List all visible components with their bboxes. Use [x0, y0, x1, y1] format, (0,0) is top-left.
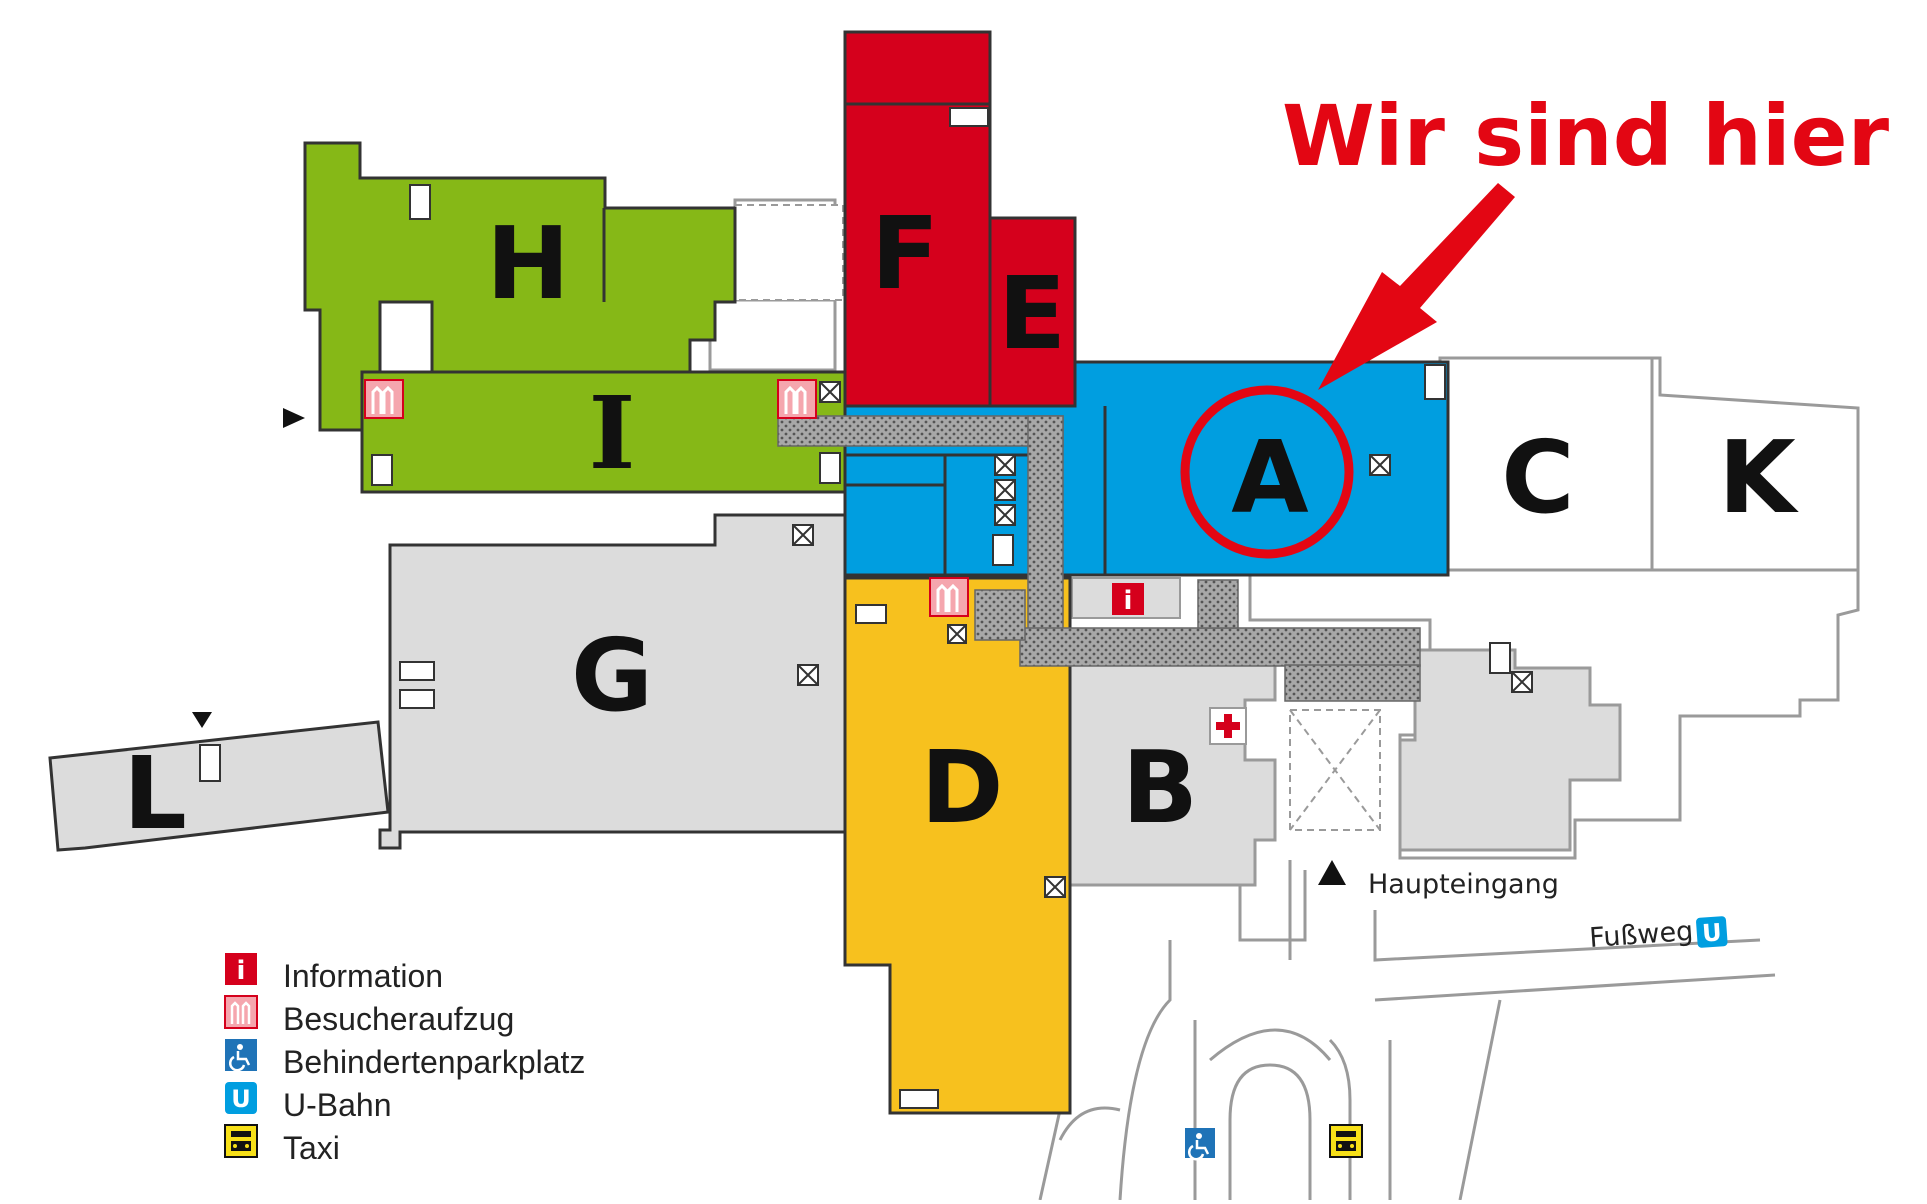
crossed-markers [792, 381, 1533, 898]
building-east-gray [1398, 648, 1622, 852]
building-label-i: I [589, 374, 636, 492]
legend-label: Information [283, 958, 443, 994]
legend-item-accessible-parking: Behindertenparkplatz [225, 1039, 585, 1080]
building-label-e: E [998, 255, 1066, 372]
subway-icon: U [1696, 916, 1728, 948]
building-label-f: F [871, 195, 939, 312]
taxi-icon [224, 1124, 258, 1158]
you-are-here-arrow [1318, 183, 1515, 390]
first-aid-icon [1209, 707, 1247, 745]
building-f [843, 30, 992, 408]
legend-item-subway: U U-Bahn [225, 1082, 392, 1123]
information-icon: i [1112, 583, 1144, 616]
you-are-here-label: Wir sind hier [1282, 87, 1890, 185]
building-label-c: C [1501, 419, 1574, 536]
building-e [988, 216, 1077, 408]
building-d [843, 576, 1072, 1115]
entrance-marker-icon [192, 408, 1346, 885]
stair-markers [199, 107, 1511, 1109]
footpath-label: Fußweg [1588, 916, 1694, 954]
legend-label: Taxi [283, 1130, 340, 1166]
visitor-elevator-icon [224, 995, 258, 1029]
visitor-elevator-icon [929, 577, 969, 617]
legend-item-information: i Information [225, 953, 443, 994]
building-g [378, 513, 847, 850]
subway-icon: U [225, 1082, 257, 1114]
legend: i Information Besucheraufzug Behinderten… [224, 953, 585, 1166]
svg-text:U: U [1701, 918, 1722, 947]
legend-item-elevator: Besucheraufzug [224, 995, 514, 1037]
legend-label: Behindertenparkplatz [283, 1044, 585, 1080]
building-label-k: K [1718, 419, 1799, 536]
building-l [48, 720, 390, 852]
visitor-elevator-icon [777, 379, 817, 419]
legend-label: U-Bahn [283, 1087, 392, 1123]
information-icon: i [225, 953, 257, 986]
building-label-h: H [486, 205, 570, 322]
svg-text:i: i [237, 956, 246, 986]
taxi-icon [1329, 1124, 1363, 1158]
building-label-a: A [1231, 419, 1308, 536]
accessible-parking-icon [225, 1039, 257, 1072]
building-label-d: D [920, 729, 1003, 846]
svg-text:i: i [1124, 586, 1133, 616]
legend-item-taxi: Taxi [224, 1124, 340, 1166]
svg-text:U: U [231, 1085, 251, 1113]
legend-label: Besucheraufzug [283, 1001, 514, 1037]
building-label-l: L [123, 735, 187, 852]
corridors [777, 415, 1421, 702]
you-are-here-circle [1180, 385, 1354, 559]
visitor-elevator-icon [364, 379, 404, 419]
accessible-parking-icon [1185, 1128, 1215, 1161]
connectors [734, 204, 1381, 831]
main-entrance-label: Haupteingang [1368, 869, 1559, 900]
building-label-g: G [571, 617, 653, 734]
building-label-b: B [1122, 729, 1198, 846]
